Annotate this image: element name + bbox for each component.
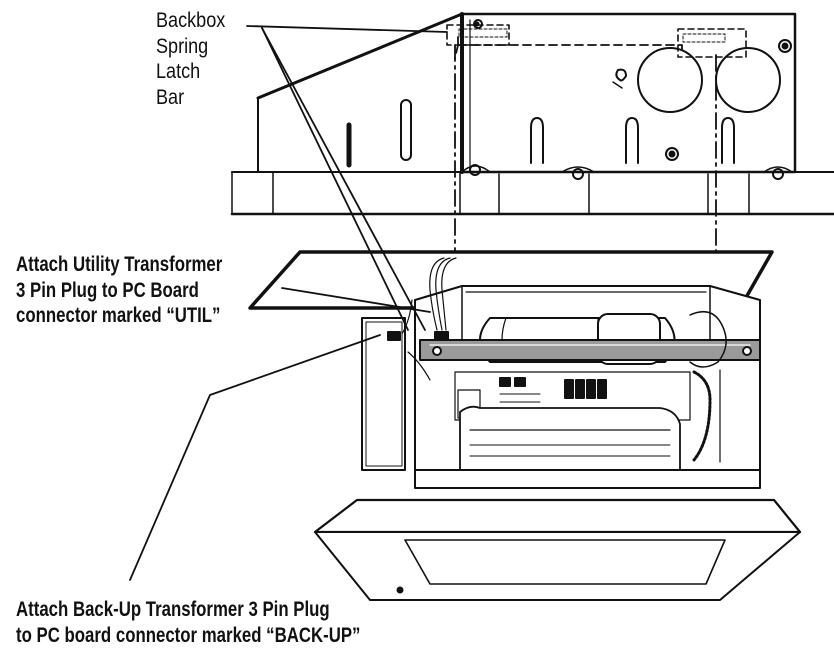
utility-transformer-line-2: 3 Pin Plug to PC Board [16,278,199,302]
backbox-latch-line-3: Latch [156,60,201,84]
backbox-latch-line-4: Bar [156,85,185,109]
backup-transformer-label: Attach Back-Up Transformer 3 Pin Plug to… [16,597,360,648]
backup-transformer-line-1: Attach Back-Up Transformer 3 Pin Plug [16,598,330,621]
utility-transformer-label: Attach Utility Transformer 3 Pin Plug to… [16,252,222,329]
backbox-latch-line-2: Spring [156,34,209,58]
backup-transformer-line-2: to PC board connector marked “BACK-UP” [16,623,361,647]
trim-plate [313,498,802,601]
backbox-latch-line-1: Backbox [156,9,226,32]
leader-lines [129,25,448,581]
backbox [256,12,797,180]
backbox-latch-label: Backbox Spring Latch Bar [156,8,225,110]
utility-transformer-line-3: connector marked “UTIL” [16,304,221,328]
chassis [361,257,761,489]
utility-transformer-line-1: Attach Utility Transformer [16,253,223,276]
